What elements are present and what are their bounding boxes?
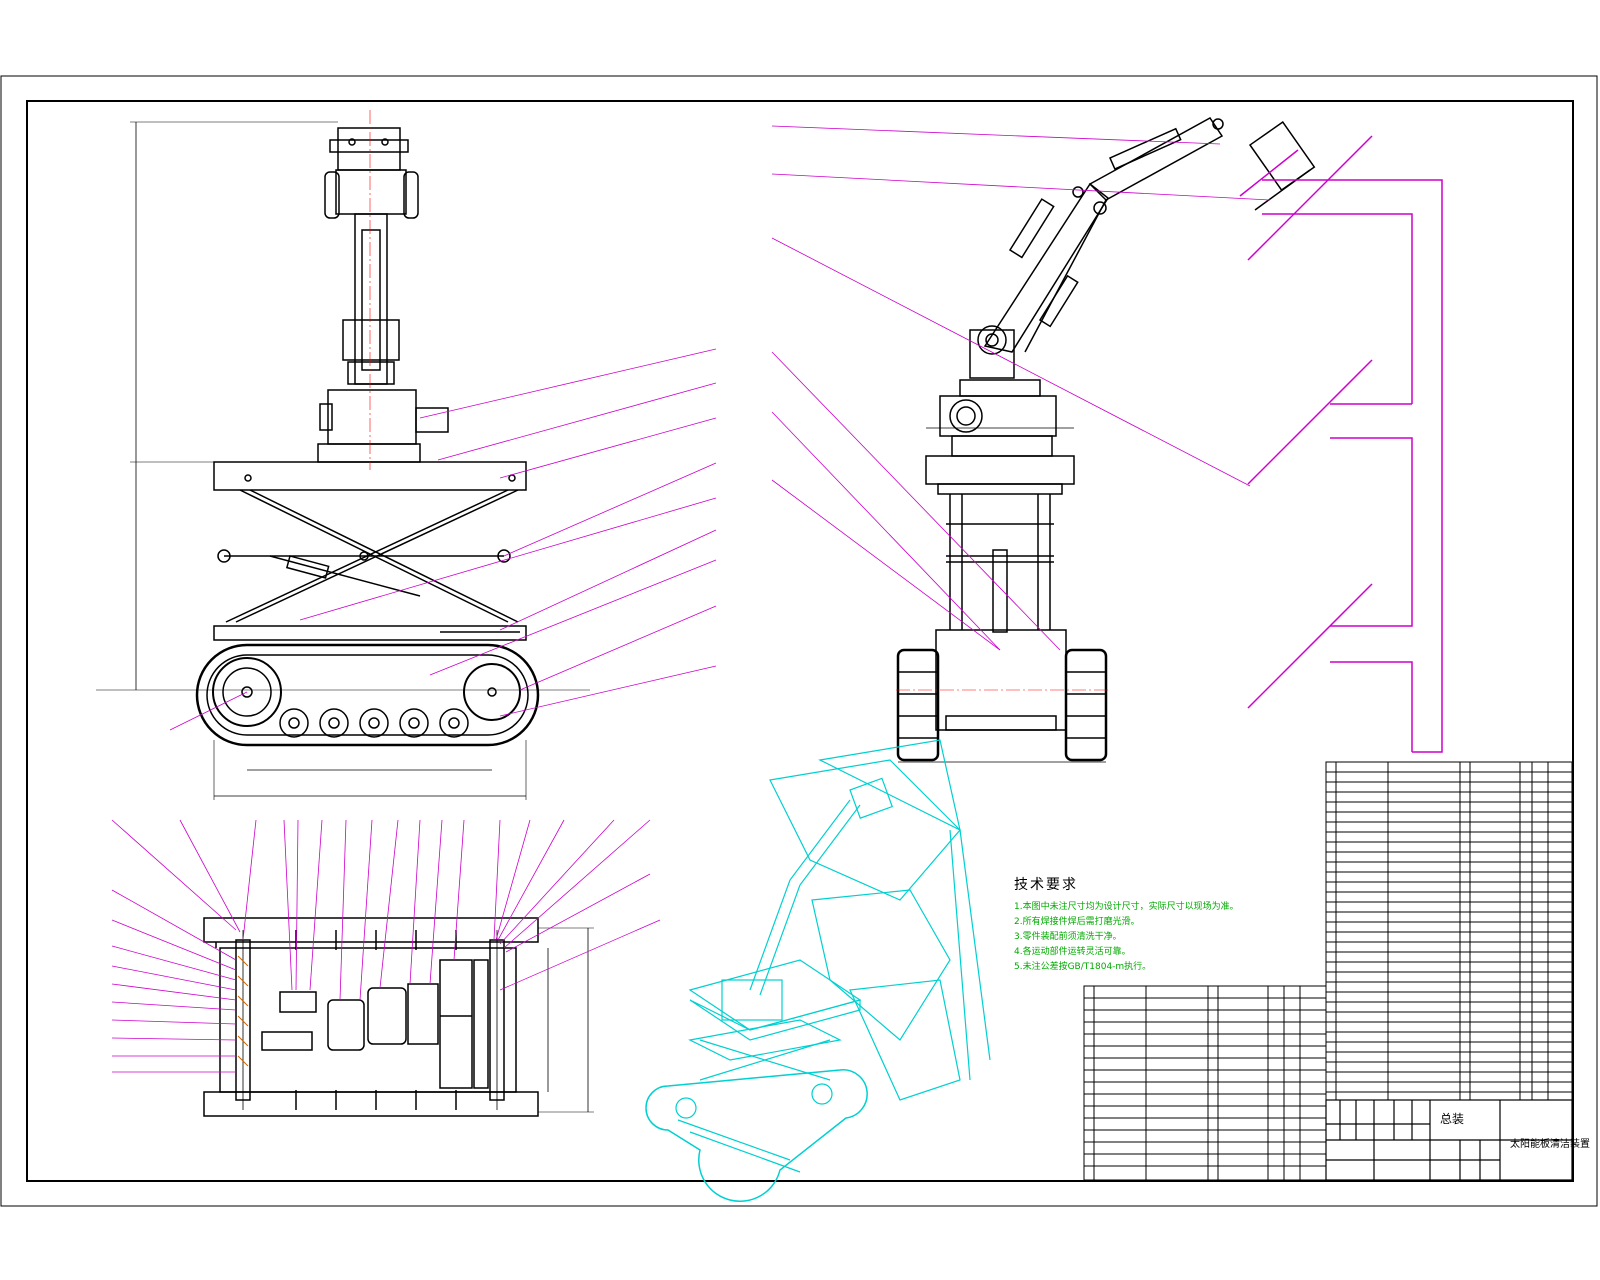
top-view-leaders — [111, 819, 661, 1073]
isometric-view — [645, 739, 991, 1202]
technical-requirements: 技术要求 1.本图中未注尺寸均为设计尺寸，实际尺寸以现场为准。 2.所有焊接件焊… — [1014, 874, 1334, 975]
parts-list-lower — [1083, 985, 1327, 1181]
top-view-hatch — [237, 955, 249, 1067]
top-view — [203, 917, 594, 1117]
outer-border — [0, 75, 1598, 1207]
title-block — [1325, 1099, 1573, 1181]
tech-requirement-line: 4.各运动部件运转灵活可靠。 — [1014, 947, 1131, 957]
tech-requirement-line: 3.零件装配前须清洗干净。 — [1014, 932, 1122, 942]
tech-requirement-line: 1.本图中未注尺寸均为设计尺寸，实际尺寸以现场为准。 — [1014, 902, 1239, 912]
parts-list-upper — [1325, 761, 1573, 1101]
tech-requirements-title: 技术要求 — [1014, 877, 1078, 893]
front-view-leaders — [169, 348, 717, 731]
side-view — [896, 117, 1316, 763]
side-view-leaders — [771, 125, 1271, 651]
solar-panel-rack — [1239, 135, 1443, 753]
front-view — [96, 121, 590, 800]
tech-requirement-line: 5.未注公差按GB/T1804-m执行。 — [1014, 962, 1152, 972]
title-block-title: 太阳能板清洁装置 — [1510, 1139, 1590, 1150]
title-block-drawing-name: 总装 — [1440, 1112, 1465, 1126]
tech-requirement-line: 2.所有焊接件焊后需打磨光滑。 — [1014, 917, 1140, 927]
inner-frame — [26, 100, 1574, 1182]
